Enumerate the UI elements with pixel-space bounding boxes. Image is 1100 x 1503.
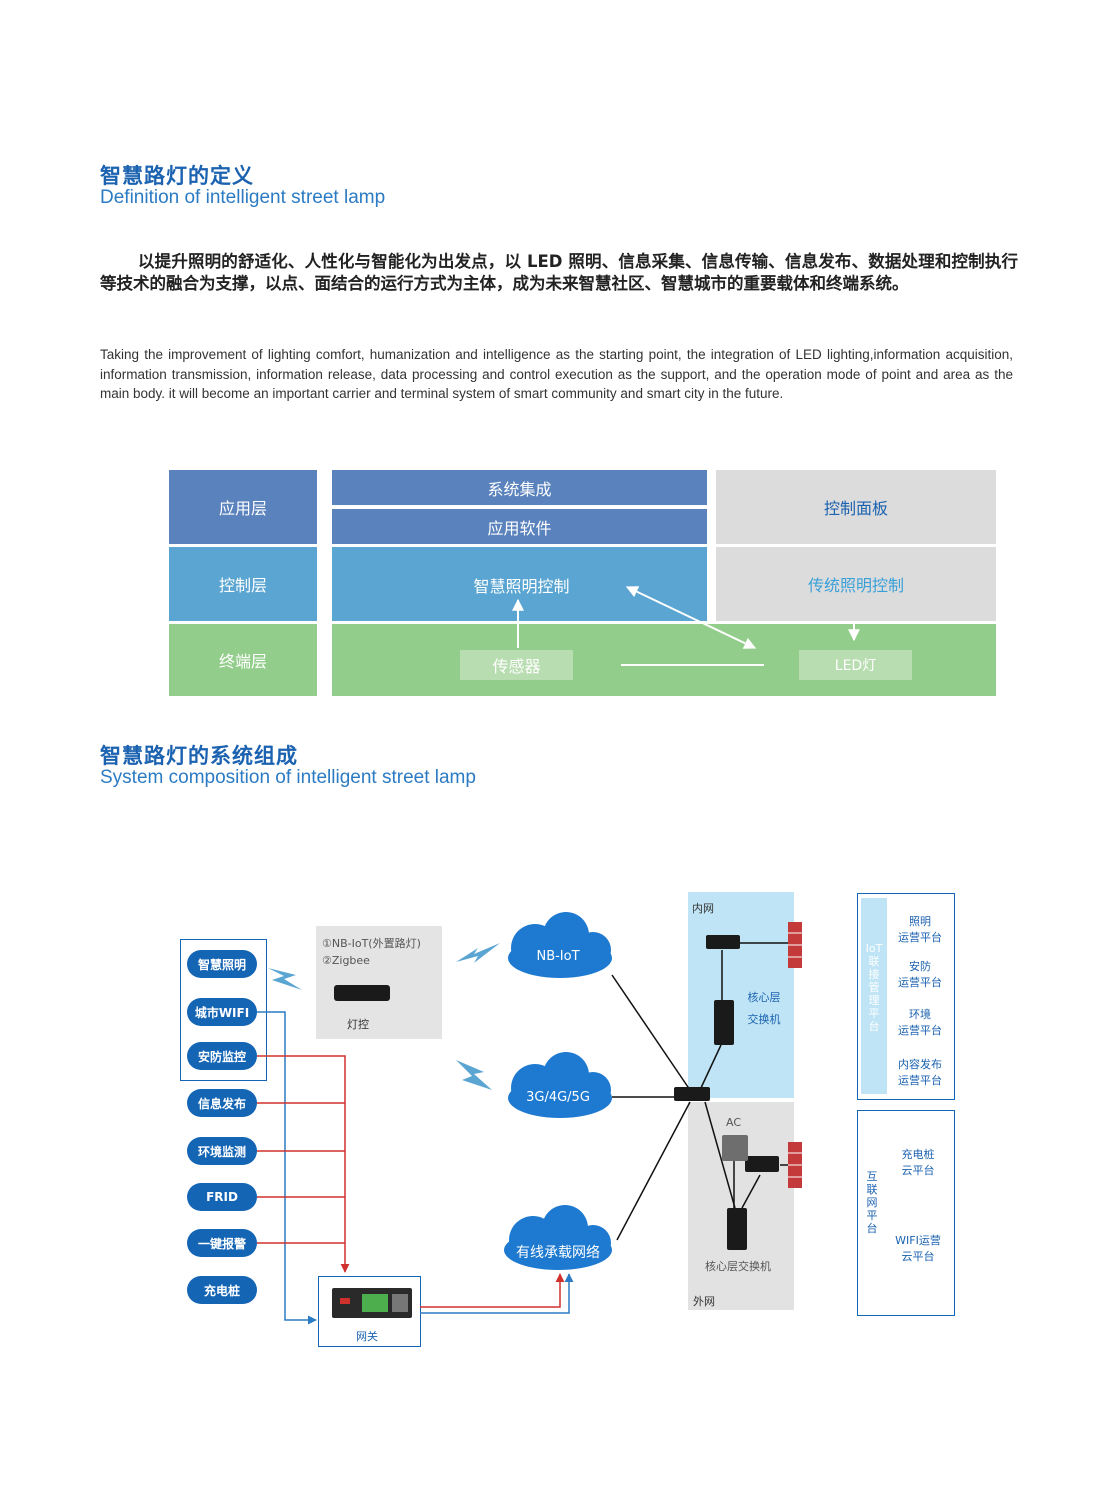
line-switch-core (699, 1044, 722, 1091)
led-lamp-block: LED灯 (799, 650, 912, 680)
iot-service-content: 内容发布 运营平台 (898, 1058, 942, 1087)
light-control-panel (316, 926, 442, 1039)
intranet-router-icon (706, 935, 740, 949)
iot-service-environment: 环境 运营平台 (898, 1008, 942, 1037)
core-switch-tower-icon (714, 1000, 734, 1045)
control-layer-label: 控制层 (169, 547, 317, 621)
lightning-icon-terminal (268, 968, 302, 990)
terminal-info-release: 信息发布 (187, 1089, 257, 1117)
section2-title-en: System composition of intelligent street… (100, 767, 476, 788)
cloud-wired-label: 有线承载网络 (516, 1245, 600, 1261)
cloud-wired (504, 1205, 612, 1270)
iot-service-lighting: 照明 运营平台 (898, 915, 942, 944)
system-lines (257, 912, 802, 1325)
internet-service-charging: 充电桩 云平台 (901, 1148, 935, 1177)
line-nbiot-switch (611, 974, 691, 1091)
smart-lighting-control-label: 智慧照明控制 (473, 577, 570, 596)
security-to-gateway-line (257, 1055, 350, 1273)
traditional-lighting-control-block: 传统照明控制 (716, 547, 996, 621)
ext-core-switch-tower-icon (727, 1208, 747, 1250)
gateway-to-cloud-blue-line (420, 1273, 574, 1314)
extranet-label: 外网 (693, 1295, 715, 1308)
sensor-block: 传感器 (460, 650, 573, 680)
aggregation-switch-icon (674, 1087, 710, 1101)
light-controller-icon (334, 985, 390, 1001)
intranet-label: 内网 (692, 902, 714, 915)
light-control-label: 灯控 (347, 1018, 369, 1031)
terminal-smart-lighting: 智慧照明 (187, 950, 257, 978)
internet-platform-frame (857, 1110, 955, 1316)
gateway-label: 网关 (356, 1330, 378, 1343)
lightning-icon-cellular (456, 1060, 492, 1090)
intranet-firewall-icon (788, 922, 802, 968)
control-panel-block: 控制面板 (716, 470, 996, 544)
section1-paragraph-en: Taking the improvement of lighting comfo… (100, 347, 1013, 402)
internet-service-wifi: WIFI运营 云平台 (895, 1234, 941, 1263)
section2-title-cn: 智慧路灯的系统组成 (100, 744, 298, 768)
extranet-router-icon (745, 1156, 779, 1172)
layer-arrows (512, 586, 860, 666)
gateway-to-cloud-red-line (420, 1273, 565, 1308)
terminal-layer-label: 终端层 (169, 624, 317, 696)
line-switch-ext-core (704, 1101, 736, 1209)
app-layer-label: 应用层 (169, 470, 317, 544)
ac-device-icon (722, 1135, 748, 1161)
internet-platform-title: 互联网平台 (866, 1170, 878, 1235)
wireless-option-2: ②Zigbee (322, 954, 370, 967)
cloud-nbiot-label: NB-IoT (536, 949, 580, 964)
core-switch-ext-label: 核心层交换机 (705, 1260, 771, 1273)
iot-platform-title: IoT联接管理平台 (865, 942, 883, 1033)
gateway-device-icon (332, 1288, 412, 1318)
wifi-to-gateway-line (257, 1011, 317, 1325)
section1-title-en: Definition of intelligent street lamp (100, 187, 386, 208)
cloud-cellular (508, 1052, 612, 1118)
iot-platform-frame (857, 893, 955, 1100)
iot-service-security: 安防 运营平台 (898, 960, 942, 989)
control-led-bidirectional-arrow (625, 586, 757, 649)
extranet-firewall-icon (788, 1142, 802, 1188)
cloud-nbiot (508, 912, 612, 978)
section1-title-cn: 智慧路灯的定义 (100, 164, 254, 188)
ac-label: AC (726, 1116, 742, 1129)
terminal-one-key-alarm: 一键报警 (187, 1229, 257, 1257)
system-integration-block: 系统集成 (332, 470, 707, 505)
app-software-block: 应用软件 (332, 509, 707, 544)
line-router-ext-core (741, 1174, 761, 1209)
section1-paragraph-cn: 以提升照明的舒适化、人性化与智能化为出发点，以 LED 照明、信息采集、信息传输… (100, 252, 1018, 293)
intranet-panel (688, 892, 794, 1098)
terminal-frid: FRID (187, 1183, 257, 1211)
terminal-city-wifi: 城市WIFI (187, 998, 257, 1026)
terminal-security-monitoring: 安防监控 (187, 1042, 257, 1070)
wireless-option-1: ①NB-IoT(外置路灯) (322, 937, 421, 950)
terminal-env-monitoring: 环境监测 (187, 1137, 257, 1165)
line-wired-switch (616, 1101, 691, 1241)
iot-platform-strip (861, 898, 887, 1094)
lightning-icon-nbiot (456, 943, 500, 963)
core-switch-label-b: 交换机 (747, 1013, 781, 1026)
terminal-group-frame (180, 939, 267, 1081)
terminal-charging-pile: 充电桩 (187, 1276, 257, 1304)
core-switch-label-a: 核心层 (747, 991, 781, 1004)
cloud-cellular-label: 3G/4G/5G (526, 1090, 590, 1105)
